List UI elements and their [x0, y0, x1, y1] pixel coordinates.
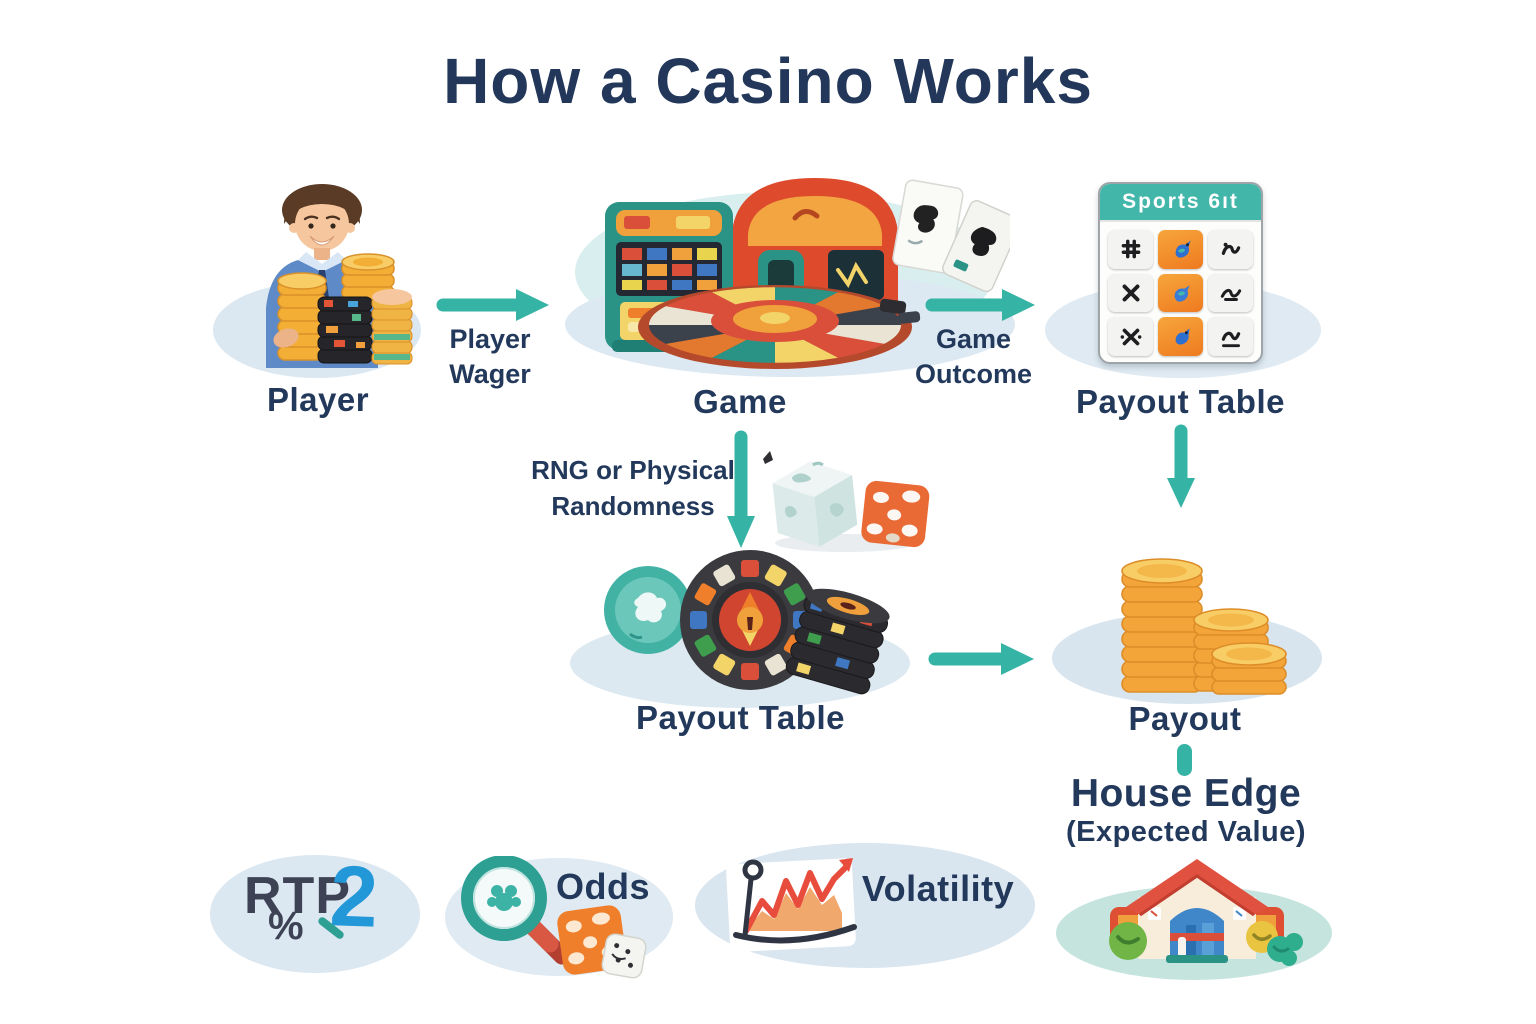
player-wager-label: Player Wager	[449, 324, 531, 390]
game-illustration-icon	[605, 178, 1010, 369]
volatility-chart-icon	[726, 858, 857, 952]
game-outcome-arrow-icon	[925, 289, 1035, 321]
volatility-label: Volatility	[861, 868, 1015, 909]
payout-table-bottom-label: Payout Table	[636, 699, 845, 736]
squiggle-glyph-icon	[1220, 288, 1241, 302]
payout-grid-cell	[1158, 317, 1203, 356]
chip-stack-icon	[785, 588, 890, 695]
payout-table-down-arrow-icon	[1167, 424, 1195, 508]
house-edge-label: House Edge	[1070, 772, 1302, 815]
house-edge-sublabel: (Expected Value)	[1065, 816, 1307, 848]
white-die-icon	[601, 933, 647, 979]
payout-grid-cell	[1158, 230, 1203, 269]
squiggle-glyph-icon	[1221, 243, 1240, 256]
gold-coins-icon	[1121, 558, 1287, 695]
ball-glyph-icon	[1175, 240, 1191, 258]
roulette-wheel-icon	[680, 550, 820, 690]
spark-glyph-icon	[763, 451, 773, 464]
payout-grid-cell	[1108, 317, 1153, 356]
payout-to-house-edge-connector-icon	[1177, 744, 1192, 776]
cross-glyph-icon	[1122, 284, 1139, 302]
payout-grid-cell	[1108, 230, 1153, 269]
payout-grid-cell	[1158, 273, 1203, 313]
payout-grid-cell	[1208, 317, 1253, 356]
player-illustration-icon	[266, 184, 413, 368]
ball-glyph-icon	[1175, 328, 1190, 345]
rtp-percent-sign: %	[268, 904, 304, 948]
squiggle-underline-glyph-icon	[1221, 331, 1240, 347]
casino-chip-icon	[604, 566, 692, 654]
page-title: How a Casino Works	[443, 45, 1093, 117]
payout-table-top-label: Payout Table	[1076, 383, 1285, 420]
hash-glyph-icon	[1121, 240, 1140, 259]
player-label: Player	[266, 381, 370, 418]
payout-grid-cell	[1208, 230, 1253, 269]
rtp-backdrop-ellipse	[210, 855, 420, 973]
rng-label: RNG or Physical Randomness	[531, 455, 735, 522]
rtp-text: RTP	[244, 867, 351, 925]
orange-die-icon	[861, 480, 930, 548]
dice-pair-icon	[763, 451, 930, 552]
payout-grid-cell	[1108, 273, 1153, 313]
ice-die-icon	[772, 461, 858, 547]
player-wager-arrow-icon	[436, 289, 549, 321]
odds-label: Odds	[555, 866, 650, 907]
ball-glyph-icon	[1174, 285, 1190, 302]
roulette-wheel-icon	[638, 285, 921, 369]
playing-cards-icon	[892, 179, 1010, 293]
payout-grid-cell	[1208, 273, 1253, 313]
magnifier-dice-icon	[461, 856, 647, 979]
casino-house-icon	[1109, 859, 1303, 966]
roulette-chips-illustration-icon	[604, 550, 890, 695]
rng-down-arrow-icon	[727, 430, 755, 548]
payout-table-card-header: Sports 6ıt	[1100, 184, 1261, 222]
paw-glyph-icon	[487, 885, 521, 911]
payout-table-grid	[1100, 222, 1261, 362]
game-outcome-label: Game Outcome	[914, 324, 1033, 390]
payout-arrow-icon	[928, 643, 1034, 675]
game-label: Game	[693, 383, 787, 420]
sports-bet-grid-icon: Sports 6ıt	[1098, 182, 1263, 364]
payout-label: Payout	[1128, 700, 1242, 737]
cross-splash-glyph-icon	[1120, 328, 1141, 345]
